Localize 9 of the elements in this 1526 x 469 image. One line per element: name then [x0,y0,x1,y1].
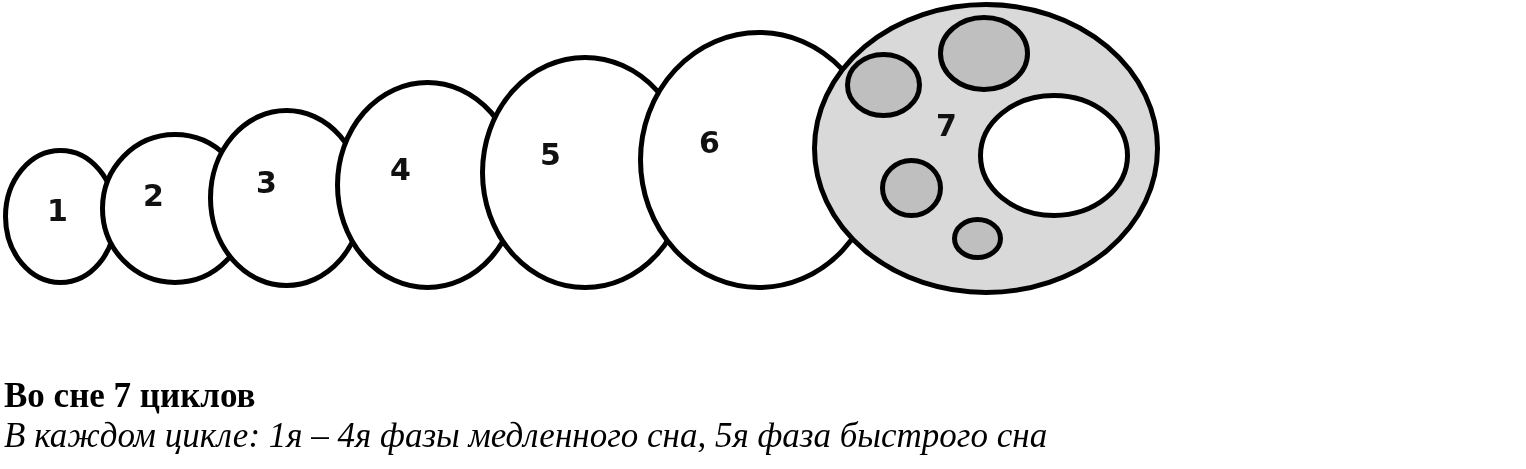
cycle-number: 7 [936,109,957,143]
cycle-number: 3 [256,166,277,200]
caption-heading: Во сне 7 циклов [4,376,256,416]
cycle-number: 1 [47,194,68,228]
cycle-number: 2 [143,179,164,213]
cycle-number: 4 [390,153,411,187]
cycle-number: 6 [699,126,720,160]
caption-text: В каждом цикле: 1я – 4я фазы медленного сна, 5я фаза быстрого сна [4,416,1048,456]
cycle-number: 5 [540,138,561,172]
